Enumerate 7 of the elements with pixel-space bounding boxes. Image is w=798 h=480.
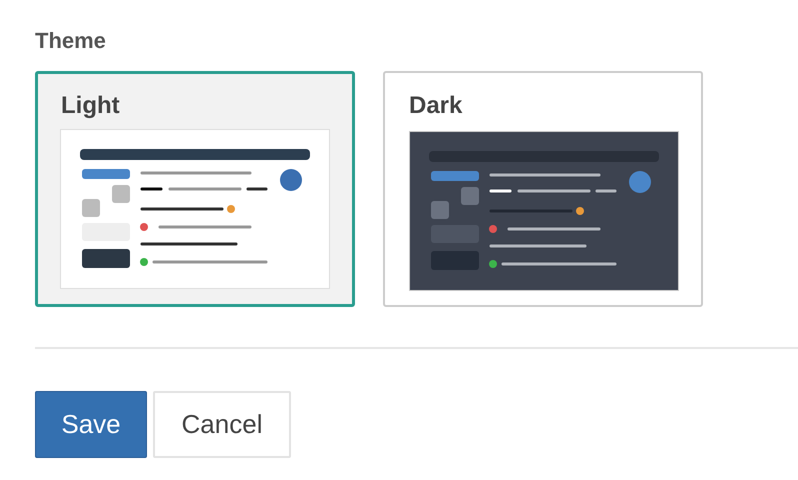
- cancel-button: Cancel: [153, 391, 291, 458]
- option-title: Dark: [409, 92, 462, 120]
- section-heading: Theme: [35, 28, 106, 54]
- theme-option-card: [383, 71, 703, 307]
- option-title: Light: [61, 92, 120, 120]
- save-button: Save: [35, 391, 147, 458]
- theme-option-card: [35, 71, 355, 307]
